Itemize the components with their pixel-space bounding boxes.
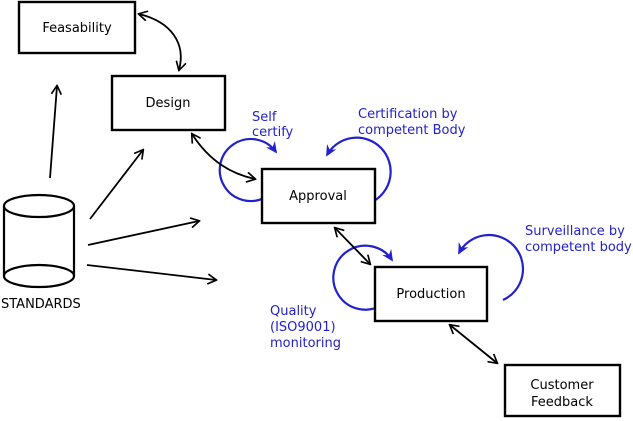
node-production: Production — [373, 265, 489, 323]
quality-monitoring-label-line1: Quality — [270, 304, 317, 319]
arrow-standards-feasability — [49, 86, 57, 179]
arrow-standards-design — [89, 150, 143, 220]
node-standards-cylinder: STANDARDS — [1, 193, 81, 312]
arrow-standards-approval — [87, 221, 199, 246]
self-certify-label-line1: Self — [252, 110, 277, 125]
arrow-approval-production — [335, 228, 370, 264]
node-customer-feedback-label-line2: Feedback — [531, 395, 593, 410]
quality-monitoring-loop — [332, 244, 393, 311]
arrow-design-approval — [192, 134, 255, 179]
node-standards-label: STANDARDS — [1, 297, 81, 312]
certification-loop — [326, 136, 392, 203]
quality-monitoring-label-line2: (ISO9001) — [270, 320, 336, 335]
certification-label-line2: competent Body — [358, 123, 466, 138]
node-customer-feedback-label-line1: Customer — [530, 378, 594, 393]
quality-monitoring-label-line3: monitoring — [270, 336, 341, 351]
self-certify-label-line2: certify — [252, 125, 294, 140]
node-design: Design — [110, 74, 227, 132]
arrow-standards-production — [86, 264, 216, 280]
arrow-feasability-design — [139, 14, 181, 70]
node-approval-label: Approval — [289, 189, 347, 204]
node-production-label: Production — [396, 287, 465, 302]
node-customer-feedback: Customer Feedback — [503, 363, 622, 418]
surveillance-label-line1: Surveillance by — [525, 224, 625, 239]
nodes: Feasability Design Approval Production C… — [1, 0, 622, 418]
certification-label-line1: Certification by — [358, 107, 458, 122]
cylinder-bottom-ellipse — [2, 263, 76, 289]
surveillance-loop — [458, 233, 525, 302]
edges — [49, 14, 497, 363]
node-feasability-label: Feasability — [42, 21, 112, 36]
cylinder-top-ellipse — [2, 193, 76, 219]
node-approval: Approval — [260, 167, 377, 225]
arrow-production-customer-feedback — [450, 325, 497, 363]
node-design-label: Design — [146, 96, 191, 111]
surveillance-label-line2: competent body — [525, 240, 632, 255]
annotation-labels: Self certify Certification by competent … — [252, 107, 632, 351]
node-feasability: Feasability — [17, 0, 137, 55]
